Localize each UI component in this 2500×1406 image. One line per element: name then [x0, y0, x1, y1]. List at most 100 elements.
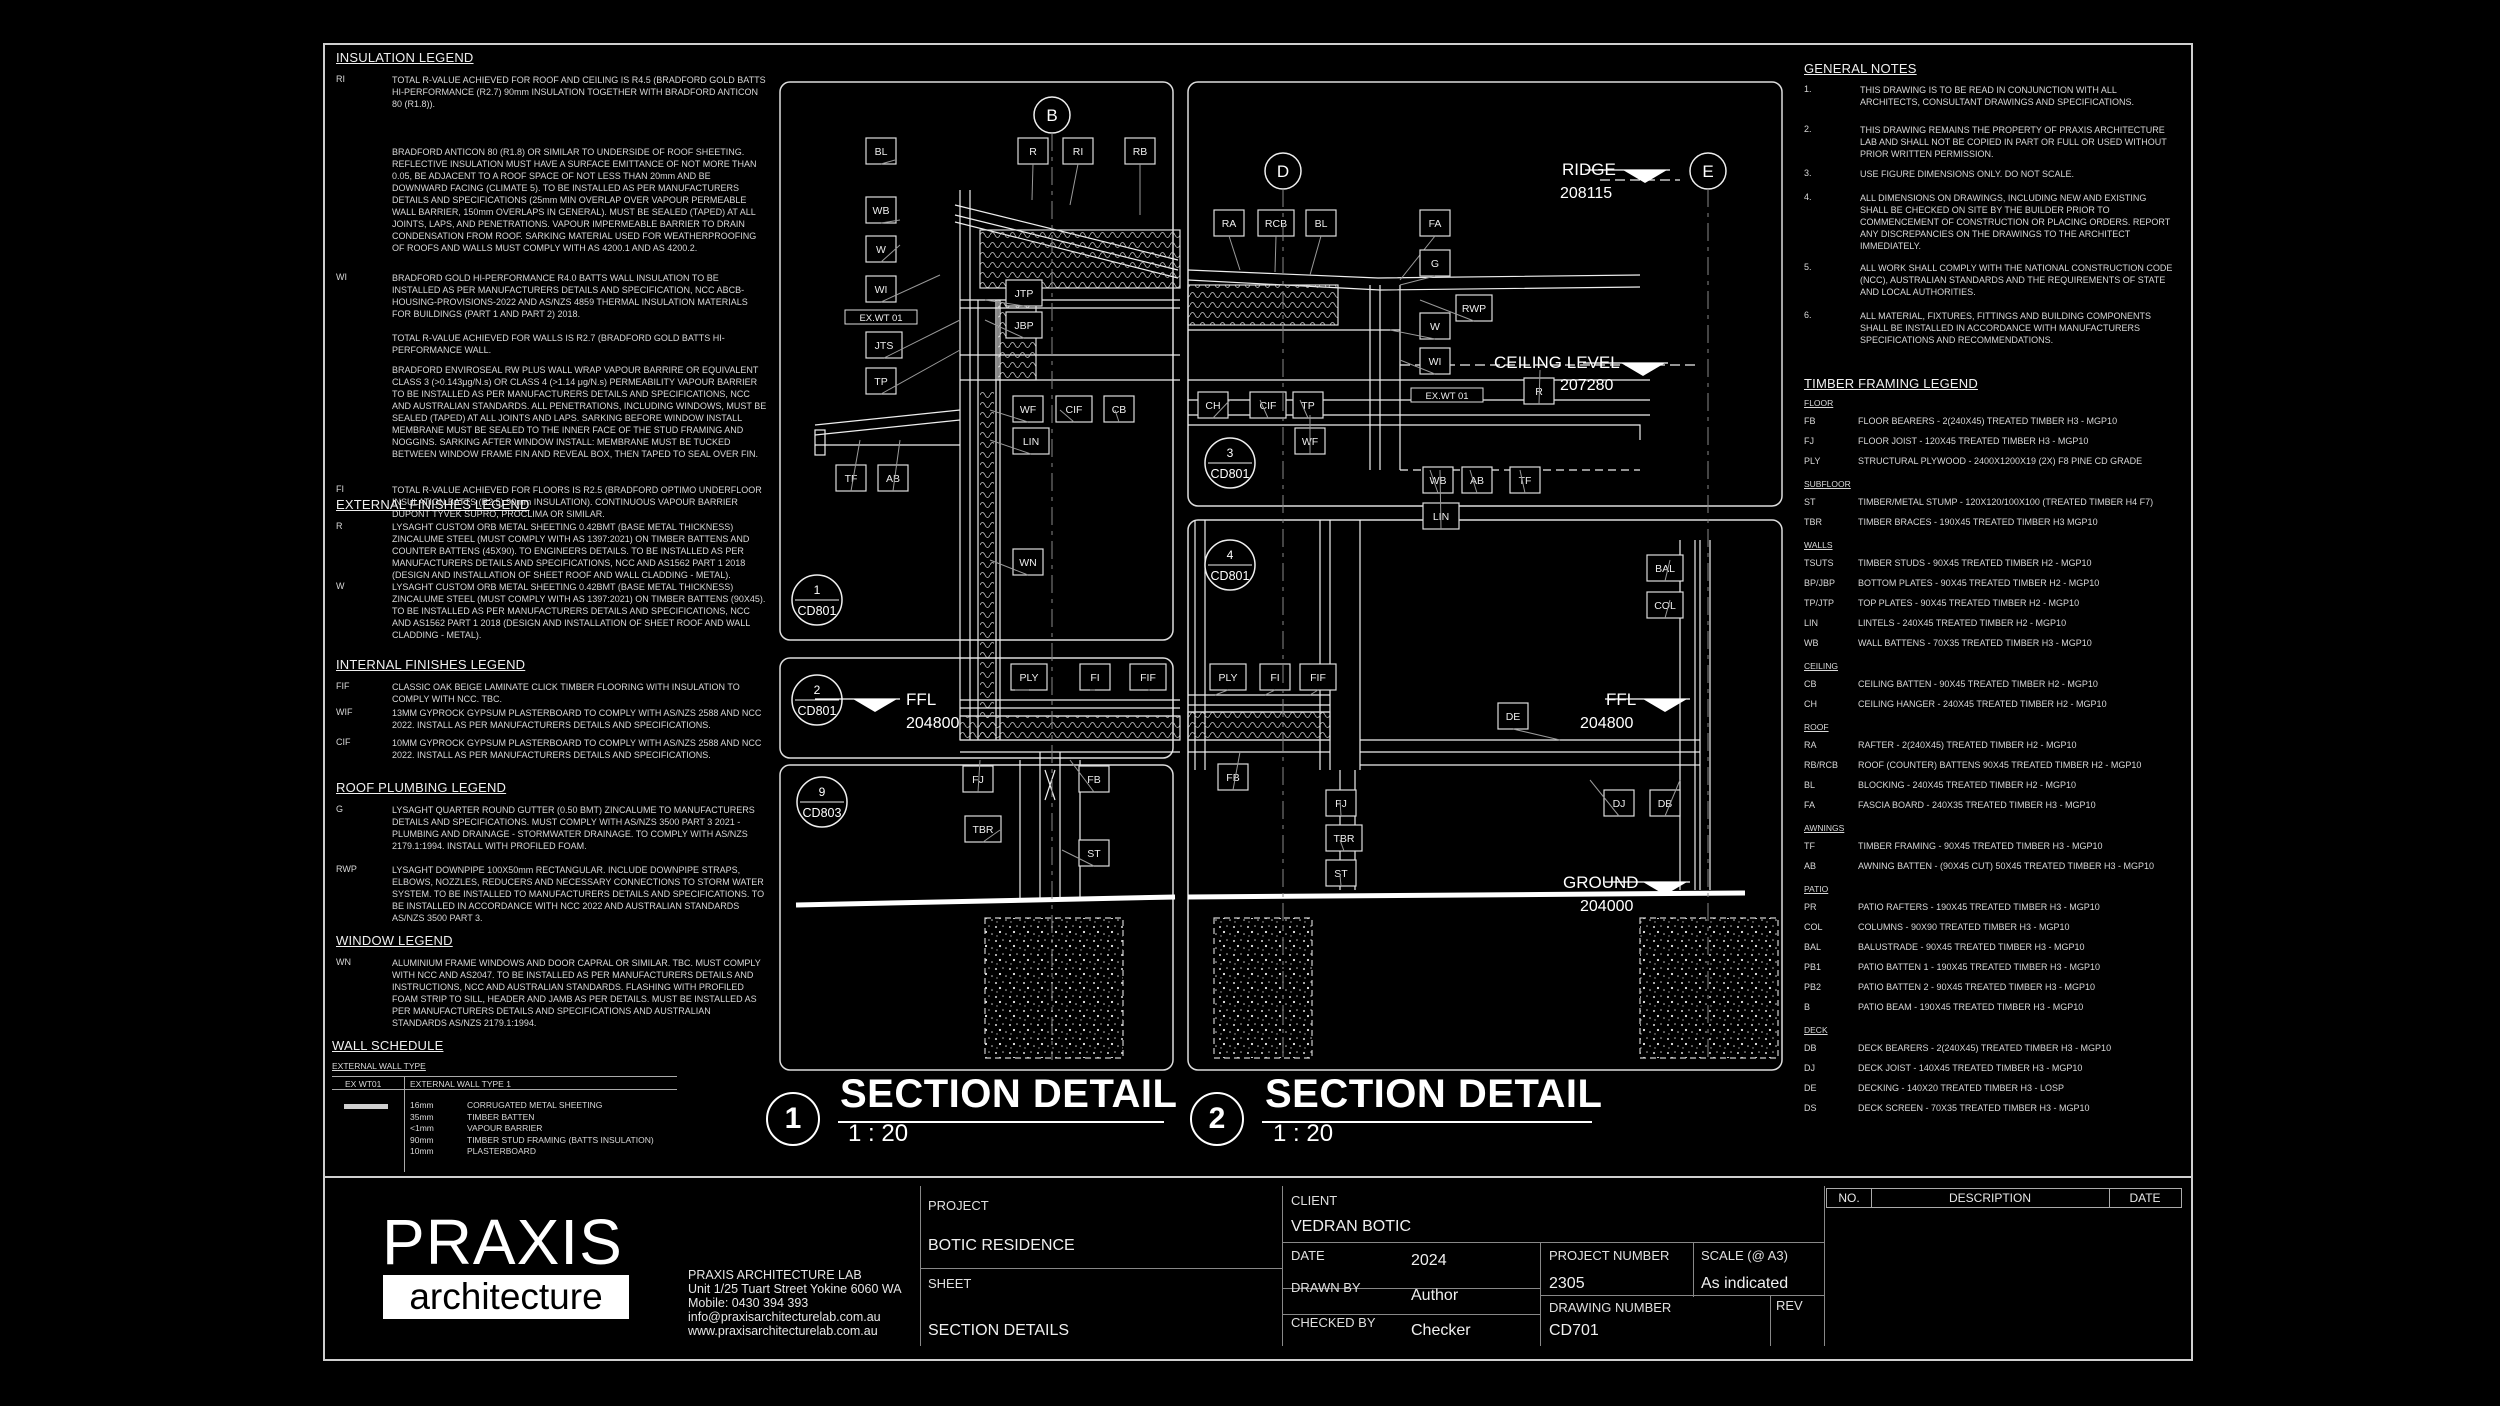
internal-finishes-text: 10MM GYPROCK GYPSUM PLASTERBOARD TO COMP…	[392, 738, 762, 760]
tag-leader	[982, 829, 1001, 843]
roof-plumbing-code: RWP	[336, 864, 357, 874]
project-number-label: PROJECT NUMBER	[1549, 1248, 1670, 1263]
tag-leader	[1264, 689, 1276, 696]
timber-description: TIMBER FRAMING - 90X45 TREATED TIMBER H3…	[1858, 841, 2103, 851]
ridge-level-name: RIDGE	[1562, 160, 1616, 179]
internal-finishes-text: 13MM GYPROCK GYPSUM PLASTERBOARD TO COMP…	[392, 708, 762, 730]
timber-code: BL	[1804, 780, 1816, 790]
tag-box	[1005, 311, 1043, 339]
timber-description: TOP PLATES - 90X45 TREATED TIMBER H2 - M…	[1858, 598, 2080, 608]
tag-box	[865, 367, 897, 395]
drawn-by-label: DRAWN BY	[1291, 1280, 1361, 1295]
timber-code: CH	[1804, 699, 1817, 709]
timber-code: FJ	[1804, 436, 1814, 446]
callout-reference: CD801	[798, 704, 837, 718]
tag-label: RWP	[1462, 303, 1486, 315]
tag-label: ST	[1087, 848, 1101, 860]
sheet-value: SECTION DETAILS	[928, 1322, 1070, 1339]
tag-label: BAL	[1655, 563, 1675, 575]
tag-leader	[1339, 839, 1345, 852]
firm-website[interactable]: www.praxisarchitecturelab.com.au	[688, 1324, 878, 1338]
timber-group-awnings: AWNINGS	[1804, 823, 1845, 833]
tag-box	[1455, 294, 1493, 322]
project-label: PROJECT	[928, 1198, 989, 1213]
insulation-code: WI	[336, 272, 347, 282]
tag-leader	[880, 349, 961, 395]
section2-title: SECTION DETAIL	[1265, 1072, 1603, 1116]
tag-label: TP	[1301, 400, 1314, 412]
tag-box	[1124, 137, 1156, 165]
timber-description: AWNING BATTEN - (90X45 CUT) 50X45 TREATE…	[1858, 861, 2155, 871]
insulation-text: BRADFORD ENVIROSEAL RW PLUS WALL WRAP VA…	[392, 365, 767, 459]
tag-leader	[1061, 849, 1095, 867]
wall-layer-thickness: <1mm	[410, 1123, 434, 1133]
drawing-number-label: DRAWING NUMBER	[1549, 1300, 1672, 1315]
tag-leader	[989, 439, 1032, 455]
wall-layer-thickness: 16mm	[410, 1100, 434, 1110]
insulation-text: BRADFORD ANTICON 80 (R1.8) OR SIMILAR TO…	[392, 147, 757, 253]
tag-box	[865, 137, 897, 165]
date-label: DATE	[1291, 1248, 1325, 1263]
tag-leader	[1212, 399, 1231, 419]
firm-mobile: Mobile: 0430 394 393	[688, 1296, 809, 1310]
tag-box	[1497, 702, 1529, 730]
title-block-top-rule	[323, 1176, 2193, 1178]
tag-label: BL	[1315, 218, 1328, 230]
rev-label: REV	[1776, 1298, 1803, 1313]
general-notes-title: GENERAL NOTES	[1804, 61, 1917, 76]
tag-label: TBR	[1334, 833, 1355, 845]
tag-label: RB	[1133, 146, 1148, 158]
tb-divider-1	[920, 1186, 921, 1346]
tag-leader	[1114, 409, 1120, 423]
section1-title-underline	[838, 1121, 1164, 1123]
tag-box	[1646, 591, 1684, 619]
timber-description: TIMBER BRACES - 190X45 TREATED TIMBER H3…	[1858, 517, 2098, 527]
tag-leader	[989, 409, 1029, 423]
general-note-number: 4.	[1804, 192, 1812, 202]
general-note-text: THIS DRAWING IS TO BE READ IN CONJUNCTIO…	[1860, 85, 2135, 107]
tag-box	[1017, 137, 1049, 165]
timber-code: TSUTS	[1804, 558, 1834, 568]
tag-label: FB	[1226, 772, 1239, 784]
wall-schedule-title: WALL SCHEDULE	[332, 1038, 444, 1053]
tag-box	[1509, 466, 1541, 494]
tag-leader	[1399, 235, 1436, 281]
timber-code: PB2	[1804, 982, 1822, 992]
timber-code: PB1	[1804, 962, 1822, 972]
wall-schedule-divider	[404, 1076, 405, 1172]
timber-code: BAL	[1804, 942, 1822, 952]
timber-description: LINTELS - 240X45 TREATED TIMBER H2 - MGP…	[1858, 618, 2067, 628]
timber-code: CB	[1804, 679, 1817, 689]
timber-group-roof: ROOF	[1804, 722, 1829, 732]
tag-box	[1197, 391, 1229, 419]
tag-leader	[1069, 759, 1095, 793]
logo-praxis: PRAXIS	[382, 1206, 623, 1278]
timber-group-patio: PATIO	[1804, 884, 1829, 894]
callout-number: 3	[1227, 446, 1234, 460]
external-finishes-code: R	[336, 521, 343, 531]
timber-code: COL	[1804, 922, 1823, 932]
tag-leader	[1274, 235, 1277, 273]
window-legend-text: ALUMINIUM FRAME WINDOWS AND DOOR CAPRAL …	[392, 958, 761, 1028]
tag-box	[1055, 395, 1093, 423]
timber-code: DS	[1804, 1103, 1817, 1113]
tag-leader	[1399, 359, 1436, 375]
tag-label: FB	[1087, 774, 1100, 786]
tag-label: ST	[1334, 868, 1348, 880]
tag-label: WB	[873, 205, 890, 217]
external-finishes-title: EXTERNAL FINISHES LEGEND	[336, 497, 530, 512]
tag-label: DJ	[1613, 798, 1626, 810]
tag-leader	[1664, 599, 1671, 619]
tag-box	[1213, 209, 1245, 237]
wall-layer-description: TIMBER BATTEN	[467, 1111, 535, 1122]
firm-email[interactable]: info@praxisarchitecturelab.com.au	[688, 1310, 881, 1324]
tag-label: W	[876, 244, 886, 256]
timber-code: DJ	[1804, 1063, 1815, 1073]
insulation-code: RI	[336, 74, 345, 84]
general-note-text: ALL MATERIAL, FIXTURES, FITTINGS AND BUI…	[1860, 311, 2152, 345]
wall-schedule-table	[332, 1076, 677, 1173]
tb-hrule-1	[920, 1268, 1282, 1269]
tag-leader	[989, 559, 1029, 576]
tag-box	[1209, 663, 1247, 691]
